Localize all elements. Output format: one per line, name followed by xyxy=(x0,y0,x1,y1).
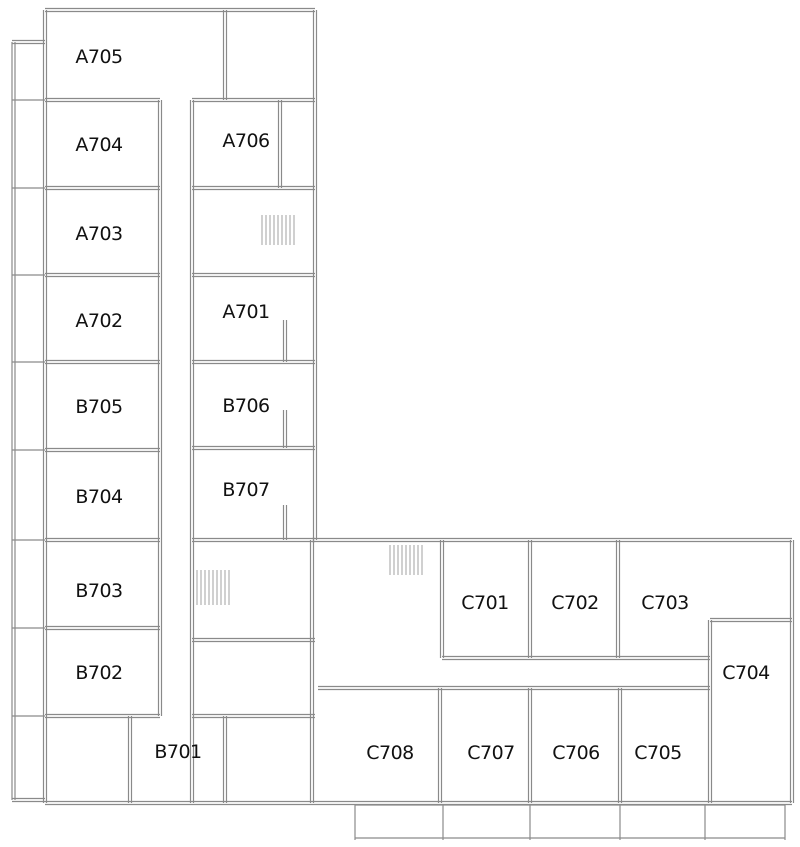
room-label-c703[interactable]: C703 xyxy=(641,592,689,614)
room-label-c702[interactable]: C702 xyxy=(551,592,599,614)
room-label-c701[interactable]: C701 xyxy=(461,592,509,614)
room-label-a706[interactable]: A706 xyxy=(222,130,270,152)
room-label-c704[interactable]: C704 xyxy=(722,662,770,684)
room-label-a702[interactable]: A702 xyxy=(75,310,123,332)
room-label-a703[interactable]: A703 xyxy=(75,223,123,245)
room-label-c707[interactable]: C707 xyxy=(467,742,515,764)
room-label-b703[interactable]: B703 xyxy=(75,580,123,602)
room-label-a705[interactable]: A705 xyxy=(75,46,123,68)
room-label-b707[interactable]: B707 xyxy=(222,479,270,501)
room-label-c708[interactable]: C708 xyxy=(366,742,414,764)
room-label-b702[interactable]: B702 xyxy=(75,662,123,684)
room-label-c706[interactable]: C706 xyxy=(552,742,600,764)
room-label-b706[interactable]: B706 xyxy=(222,395,270,417)
room-label-b701[interactable]: B701 xyxy=(154,741,202,763)
room-label-b705[interactable]: B705 xyxy=(75,396,123,418)
room-label-a701[interactable]: A701 xyxy=(222,301,270,323)
room-label-b704[interactable]: B704 xyxy=(75,486,123,508)
room-label-c705[interactable]: C705 xyxy=(634,742,682,764)
room-label-a704[interactable]: A704 xyxy=(75,134,123,156)
